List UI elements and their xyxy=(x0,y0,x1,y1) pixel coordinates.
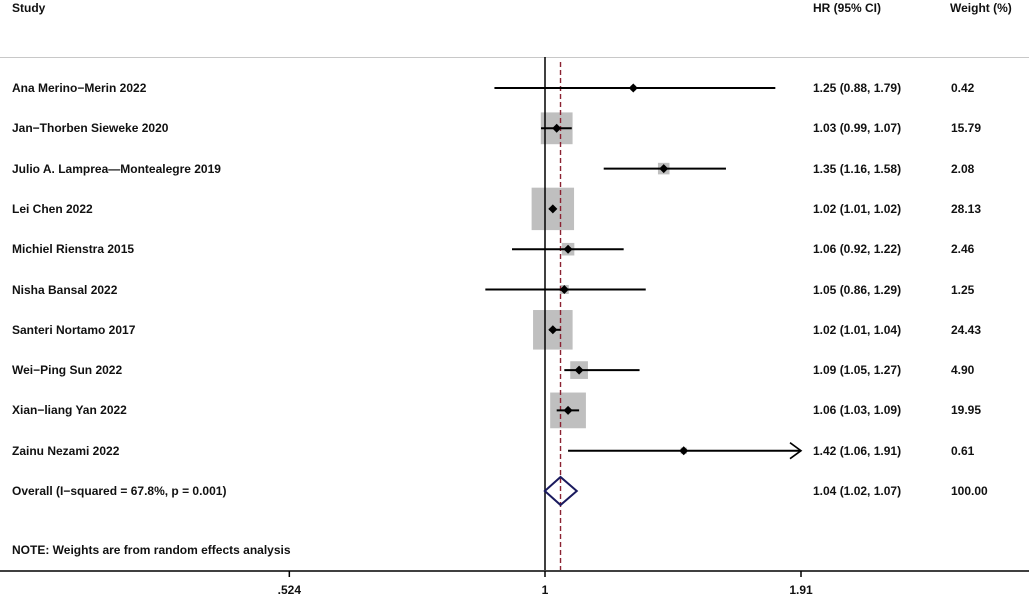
study-hr-ci: 1.03 (0.99, 1.07) xyxy=(813,121,902,136)
study-name: Ana Merino−Merin 2022 xyxy=(12,81,147,95)
study-weight: 2.46 xyxy=(951,242,975,257)
study-name: Nisha Bansal 2022 xyxy=(12,282,118,297)
point-estimate xyxy=(563,405,573,415)
study-hr-ci: 1.06 (1.03, 1.09) xyxy=(813,403,902,418)
study-hr-ci: 1.06 (0.92, 1.22) xyxy=(813,242,902,257)
header-rule xyxy=(0,57,1029,58)
study-hr-ci: 1.09 (1.05, 1.27) xyxy=(813,363,902,378)
x-tick-label: .524 xyxy=(277,583,302,597)
point-estimate xyxy=(559,285,569,294)
study-name: Jan−Thorben Sieweke 2020 xyxy=(12,121,169,136)
study-name: Xian−liang Yan 2022 xyxy=(12,403,127,418)
point-estimate xyxy=(548,325,558,335)
point-estimate xyxy=(679,446,689,456)
study-name: Zainu Nezami 2022 xyxy=(12,443,120,458)
overall-weight: 100.00 xyxy=(951,484,988,498)
study-weight: 0.42 xyxy=(951,81,975,95)
study-hr-ci: 1.02 (1.01, 1.02) xyxy=(813,201,902,216)
study-hr-ci: 1.35 (1.16, 1.58) xyxy=(813,161,902,176)
study-column-header: Study xyxy=(12,1,46,15)
study-hr-ci: 1.25 (0.88, 1.79) xyxy=(813,81,902,95)
study-name: Wei−Ping Sun 2022 xyxy=(12,363,123,378)
overall-name: Overall (I−squared = 67.8%, p = 0.001) xyxy=(12,484,227,498)
study-hr-ci: 1.05 (0.86, 1.29) xyxy=(813,282,902,297)
point-estimate xyxy=(563,244,573,254)
study-name: Lei Chen 2022 xyxy=(12,201,93,216)
study-weight: 0.61 xyxy=(951,443,975,458)
study-weight: 19.95 xyxy=(951,403,982,418)
study-name: Julio A. Lamprea—Montealegre 2019 xyxy=(12,161,221,176)
point-estimate xyxy=(659,164,669,174)
study-weight: 1.25 xyxy=(951,282,975,297)
point-estimate xyxy=(574,365,584,375)
point-estimate xyxy=(552,123,562,133)
overall-diamond xyxy=(543,475,579,507)
study-weight: 24.43 xyxy=(951,322,982,337)
weight-column-header: Weight (%) xyxy=(950,1,1012,15)
x-tick-label: 1 xyxy=(541,583,549,597)
study-name: Santeri Nortamo 2017 xyxy=(12,322,136,337)
x-tick-label: 1.91 xyxy=(789,583,813,597)
study-hr-ci: 1.42 (1.06, 1.91) xyxy=(813,443,902,458)
hr-column-header: HR (95% CI) xyxy=(813,1,882,15)
study-weight: 4.90 xyxy=(951,363,975,378)
study-weight: 15.79 xyxy=(951,121,982,136)
ci-arrow xyxy=(789,442,803,460)
study-hr-ci: 1.02 (1.01, 1.04) xyxy=(813,322,902,337)
overall-hr-ci: 1.04 (1.02, 1.07) xyxy=(813,484,902,498)
study-weight: 2.08 xyxy=(951,161,975,176)
point-estimate xyxy=(548,204,558,214)
point-estimate xyxy=(628,83,638,93)
study-name: Michiel Rienstra 2015 xyxy=(12,242,135,257)
study-weight: 28.13 xyxy=(951,201,982,216)
weights-note: NOTE: Weights are from random effects an… xyxy=(12,543,291,557)
